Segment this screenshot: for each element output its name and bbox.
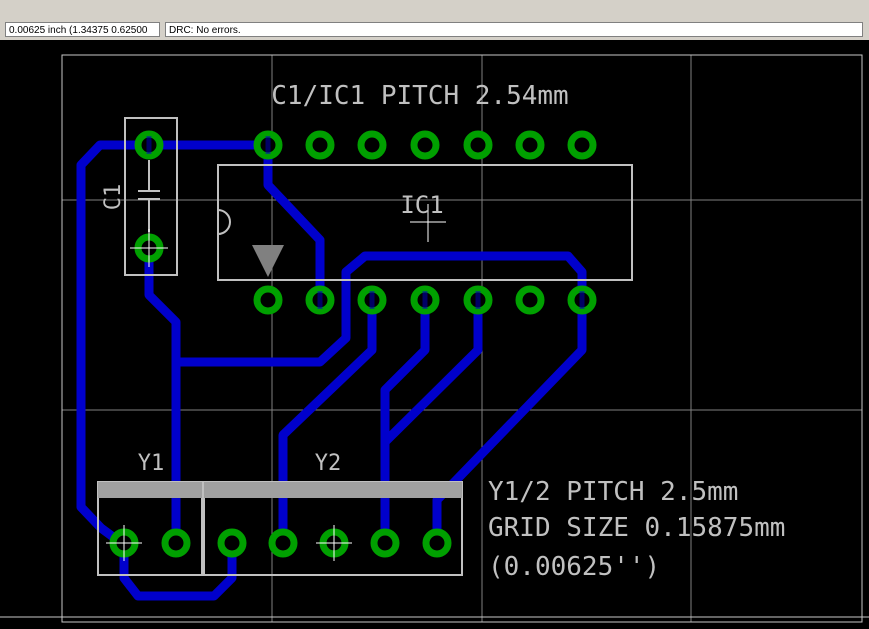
ic1-body [217,164,633,281]
pad[interactable] [305,130,335,160]
pin1-marker-icon [252,245,284,277]
trace [76,140,154,550]
ic1-origin-cross-icon [410,204,446,242]
pad[interactable] [463,130,493,160]
pad-trace-overlaps [146,136,585,309]
ic1-notch [217,209,231,235]
c1-outline [124,117,178,276]
drc-status: DRC: No errors. [165,22,863,37]
y1-label: Y1 [138,451,165,476]
origin-cross-icons [106,229,352,561]
trace [171,251,587,367]
board-title: C1/IC1 PITCH 2.54mm [271,81,568,111]
board-outline [61,54,863,623]
pad[interactable] [268,528,298,558]
c1-capacitor-symbol [138,160,160,232]
note-line-1: Y1/2 PITCH 2.5mm [488,477,738,507]
trace [144,243,181,548]
pad[interactable] [422,528,452,558]
pad[interactable] [161,528,191,558]
y1-header-bar [98,482,202,498]
pad[interactable] [515,285,545,315]
board-editor-canvas[interactable]: C1 IC1 Y1 Y2 [0,40,869,629]
trace [263,140,325,305]
status-bar: 0.00625 inch (1.34375 0.62500 DRC: No er… [0,20,869,41]
pad[interactable] [217,528,247,558]
note-line-2: GRID SIZE 0.15875mm [488,513,785,543]
trace [119,538,237,601]
trace [278,295,377,548]
note-line-3: (0.00625'') [488,552,660,582]
trace [380,295,430,548]
pad[interactable] [567,130,597,160]
pad[interactable] [515,130,545,160]
c1-label: C1 [101,184,126,211]
ic1-label: IC1 [400,191,443,219]
pcb-drawing[interactable]: C1 IC1 Y1 Y2 [0,40,869,629]
y2-header-bar [204,482,462,498]
pads [109,130,597,558]
pad[interactable] [253,285,283,315]
pad[interactable] [410,130,440,160]
window-top-strip [0,0,869,21]
pad[interactable] [370,528,400,558]
y2-label: Y2 [315,451,342,476]
coordinate-readout: 0.00625 inch (1.34375 0.62500 [5,22,160,37]
trace [432,295,587,548]
trace [380,295,483,447]
pad[interactable] [357,130,387,160]
